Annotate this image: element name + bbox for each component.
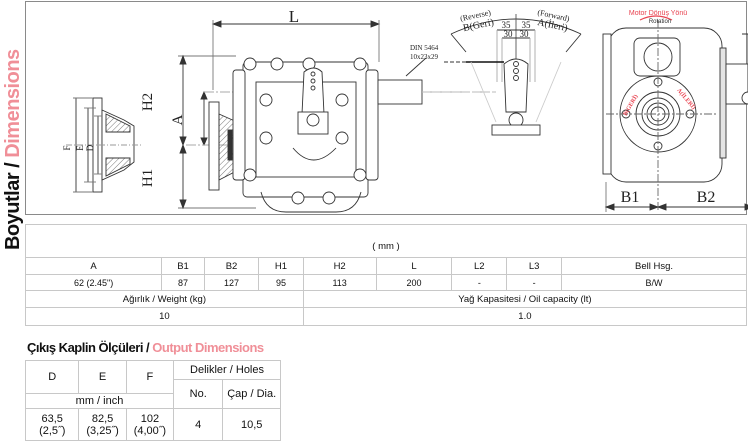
- value-E: 82,5(3,25˝): [78, 408, 127, 441]
- drawing-svg: F E D H2 H1 A: [62, 7, 748, 213]
- value-F: 102(4,00˝): [125, 408, 175, 441]
- holes-no-header: No.: [173, 379, 224, 409]
- section-title-tr: Boyutlar /: [2, 157, 24, 250]
- label-30-right: 30: [520, 29, 530, 39]
- table-header-row: A B1 B2 H1 H2 L L2 L3 Bell Hsg.: [24, 257, 747, 275]
- unit-label: ( mm ): [25, 224, 747, 258]
- value-B1: 87: [161, 274, 205, 291]
- header-L3: L3: [506, 257, 563, 275]
- value-F-inch: (4,00˝): [133, 424, 167, 437]
- weight-oil-value-row: 10 1.0: [25, 307, 748, 326]
- section-title-en: Dimensions: [2, 49, 24, 158]
- label-H1: H1: [140, 169, 156, 187]
- gearbox-front-view: Motor Dönüş Yönü Rotation B(GERİ) A(İLER…: [602, 10, 748, 212]
- label-35-left: 35: [502, 20, 512, 30]
- label-B2: B2: [697, 189, 716, 206]
- table-row: 63,5(2,5˝) 82,5(3,25˝) 102(4,00˝) 4 10,5: [24, 408, 281, 441]
- value-L: 200: [375, 274, 453, 291]
- value-A: 62 (2.45"): [24, 274, 163, 291]
- output-title-en: Output Dimensions: [152, 340, 264, 355]
- header-L2: L2: [451, 257, 508, 275]
- value-B2: 127: [203, 274, 260, 291]
- weight-oil-header-row: Ağırlık / Weight (kg) Yağ Kapasitesi / O…: [25, 290, 748, 308]
- output-unit-label: mm / inch: [24, 393, 175, 409]
- header-A: A: [24, 257, 163, 275]
- table-row: 62 (2.45") 87 127 95 113 200 - - B/W: [24, 274, 747, 291]
- label-din-spec: DIN 5464: [410, 44, 439, 52]
- header-B1: B1: [161, 257, 205, 275]
- label-L: L: [289, 7, 299, 26]
- section-title-dimensions: Boyutlar / Dimensions: [2, 49, 24, 250]
- value-F-mm: 102: [140, 412, 160, 425]
- header-E: E: [78, 360, 127, 394]
- value-E-mm: 82,5: [91, 412, 114, 425]
- header-H1: H1: [258, 257, 304, 275]
- value-D-inch: (2,5˝): [39, 424, 66, 437]
- oil-capacity-label: Yağ Kapasitesi / Oil capacity (lt): [302, 290, 748, 308]
- weight-value: 10: [25, 307, 304, 326]
- value-bell-hsg: B/W: [561, 274, 747, 291]
- gearbox-side-view: H2 H1 A L: [140, 7, 496, 213]
- value-D: 63,5(2,5˝): [24, 408, 80, 441]
- value-D-mm: 63,5: [41, 412, 63, 425]
- label-motor-direction: Motor Dönüş Yönü: [629, 10, 687, 17]
- label-A: A: [170, 114, 186, 125]
- technical-drawing: F E D H2 H1 A: [25, 1, 748, 215]
- output-title-tr: Çıkış Kaplin Ölçüleri /: [27, 340, 153, 355]
- label-F: F: [62, 145, 72, 150]
- label-35-right: 35: [522, 20, 532, 30]
- header-bell-hsg: Bell Hsg.: [561, 257, 747, 275]
- header-F: F: [125, 360, 175, 394]
- label-30-left: 30: [504, 29, 514, 39]
- value-H2: 113: [302, 274, 377, 291]
- header-H2: H2: [302, 257, 377, 275]
- holes-header: Delikler / Holes: [173, 360, 281, 380]
- output-dimensions-title: Çıkış Kaplin Ölçüleri / Output Dimension…: [27, 340, 264, 355]
- oil-capacity-value: 1.0: [302, 307, 748, 326]
- header-B2: B2: [203, 257, 260, 275]
- label-rotation: Rotation: [649, 19, 671, 25]
- holes-dia-header: Çap / Dia.: [222, 379, 281, 409]
- dimensions-table: ( mm ) A B1 B2 H1 H2 L L2 L3 Bell Hsg. 6…: [24, 224, 748, 326]
- label-H2: H2: [140, 93, 156, 111]
- coupling-section-view: [66, 97, 141, 193]
- holes-no-value: 4: [173, 408, 224, 441]
- header-L: L: [375, 257, 453, 275]
- holes-dia-value: 10,5: [222, 408, 281, 441]
- value-L2: -: [451, 274, 508, 291]
- value-H1: 95: [258, 274, 304, 291]
- shift-lever-detail: 35 35 30 30 (Reverse) B(Geri) (Forward) …: [444, 8, 582, 136]
- label-B1: B1: [621, 189, 640, 206]
- value-E-inch: (3,25˝): [86, 424, 119, 437]
- value-L3: -: [506, 274, 563, 291]
- header-D: D: [24, 360, 80, 394]
- label-E: E: [75, 145, 85, 151]
- label-din-size: 10x23x29: [410, 53, 439, 61]
- label-D: D: [85, 144, 95, 151]
- weight-label: Ağırlık / Weight (kg): [25, 290, 304, 308]
